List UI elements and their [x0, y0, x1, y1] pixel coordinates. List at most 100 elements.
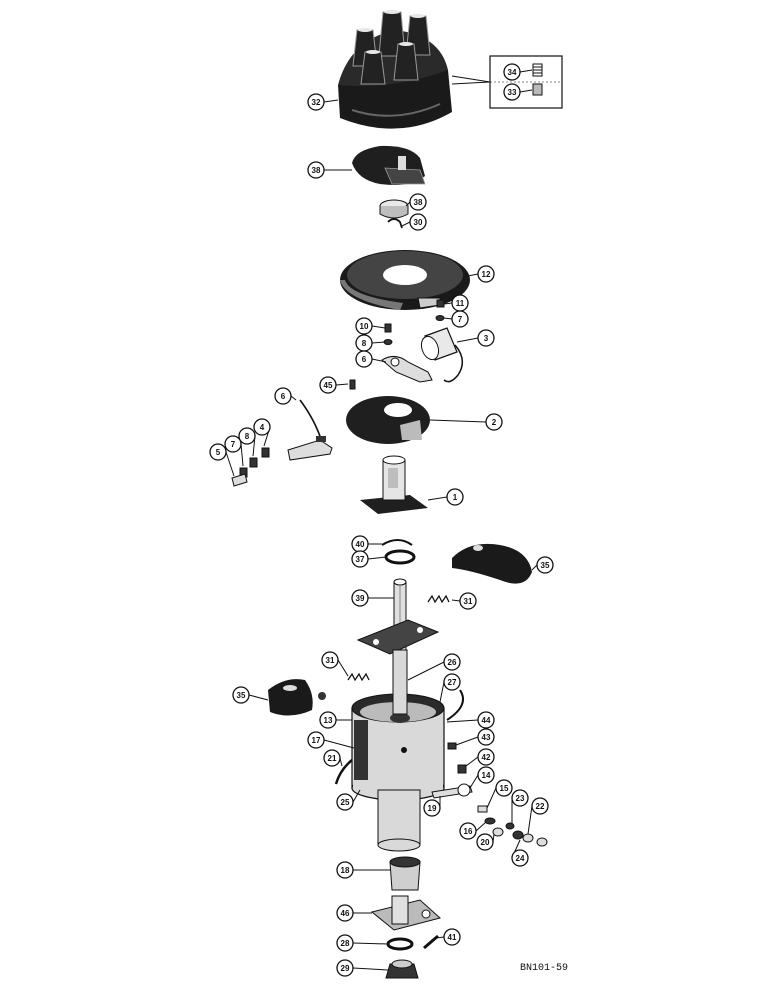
leader-c33	[519, 89, 533, 93]
callout-number: 12	[482, 270, 491, 279]
callout-number: 31	[464, 597, 473, 606]
leader-c3	[456, 337, 479, 343]
rotor	[352, 145, 426, 185]
callout-c24: 24	[511, 849, 529, 867]
callout-c28: 28	[336, 934, 354, 952]
leader-c35a	[531, 564, 538, 571]
weight-spring-upper	[427, 594, 450, 604]
callout-circle	[355, 317, 373, 335]
leader-c2	[429, 419, 487, 423]
drive-pin	[423, 934, 439, 950]
callout-number: 46	[341, 909, 350, 918]
oiler-tube	[334, 759, 353, 785]
callout-number: 25	[341, 798, 350, 807]
weight-plate	[356, 619, 440, 655]
callout-c45: 45	[319, 376, 337, 394]
callout-c35a: 35	[536, 556, 554, 574]
callout-circle	[503, 83, 521, 101]
leader-c35b	[248, 694, 269, 701]
callout-c1: 1	[446, 488, 464, 506]
callout-number: 5	[216, 448, 221, 457]
condenser	[420, 327, 464, 383]
callout-c27: 27	[443, 673, 461, 691]
callout-c38b: 38	[409, 193, 427, 211]
distributor-housing	[351, 689, 464, 801]
leader-c1	[427, 496, 448, 501]
callout-circle	[209, 443, 227, 461]
callout-c12: 12	[477, 265, 495, 283]
callout-number: 34	[508, 68, 517, 77]
callout-number: 22	[536, 802, 545, 811]
callout-c16: 16	[459, 822, 477, 840]
callout-number: 33	[508, 88, 517, 97]
callout-number: 4	[260, 423, 265, 432]
callout-circle	[477, 728, 495, 746]
drive-shaft	[377, 649, 421, 852]
callout-c33: 33	[503, 83, 521, 101]
callout-c26: 26	[443, 653, 461, 671]
callout-circle	[531, 797, 549, 815]
carbon-brush-inset	[451, 55, 563, 109]
drive-gear	[385, 959, 419, 979]
leader-c26	[407, 661, 445, 681]
callout-circle	[459, 822, 477, 840]
leader-c34	[519, 69, 533, 73]
leader-c38b	[405, 201, 411, 207]
leader-c42	[465, 756, 479, 767]
leader-c25	[352, 789, 361, 803]
callout-c8b: 8	[238, 427, 256, 445]
callout-circle	[336, 904, 354, 922]
callout-c20: 20	[476, 833, 494, 851]
callout-circle	[485, 413, 503, 431]
callout-number: 32	[312, 98, 321, 107]
callout-c34: 34	[503, 63, 521, 81]
retainer-clip	[387, 218, 403, 229]
callout-c32: 32	[307, 93, 325, 111]
callout-number: 8	[362, 339, 367, 348]
callout-circle	[319, 711, 337, 729]
figure-reference: BN101-59	[520, 963, 568, 974]
callout-number: 13	[324, 716, 333, 725]
callout-circle	[409, 213, 427, 231]
callout-circle	[307, 161, 325, 179]
leader-c28	[352, 942, 389, 945]
callout-circle	[336, 934, 354, 952]
callout-number: 38	[312, 166, 321, 175]
callout-circle	[238, 427, 256, 445]
felt-wick	[379, 199, 409, 219]
callout-c46: 46	[336, 904, 354, 922]
callout-circle	[459, 592, 477, 610]
callout-number: 23	[516, 794, 525, 803]
leader-c22	[527, 805, 533, 835]
distributor-cap	[338, 10, 452, 129]
callout-c31a: 31	[459, 592, 477, 610]
callout-circle	[477, 329, 495, 347]
callout-number: 35	[541, 561, 550, 570]
callout-number: 29	[341, 964, 350, 973]
callout-c35b: 35	[232, 686, 250, 704]
callout-number: 18	[341, 866, 350, 875]
callout-c19: 19	[423, 799, 441, 817]
callout-circle	[536, 556, 554, 574]
callout-c25: 25	[336, 793, 354, 811]
callout-c3: 3	[477, 329, 495, 347]
callout-c23: 23	[511, 789, 529, 807]
bushing	[389, 856, 421, 891]
leader-c6b	[290, 395, 297, 401]
callout-number: 20	[481, 838, 490, 847]
leader-c31a	[451, 599, 461, 602]
callout-c30: 30	[409, 213, 427, 231]
callout-circle	[307, 731, 325, 749]
callout-c6a: 6	[355, 350, 373, 368]
cam-assembly	[360, 455, 428, 514]
callout-c5: 5	[209, 443, 227, 461]
callout-circle	[351, 589, 369, 607]
callout-number: 3	[484, 334, 489, 343]
callout-circle	[476, 833, 494, 851]
callout-c31b: 31	[321, 651, 339, 669]
callout-number: 17	[312, 736, 321, 745]
callout-number: 11	[456, 299, 465, 308]
callout-circle	[503, 63, 521, 81]
callout-number: 42	[482, 753, 491, 762]
